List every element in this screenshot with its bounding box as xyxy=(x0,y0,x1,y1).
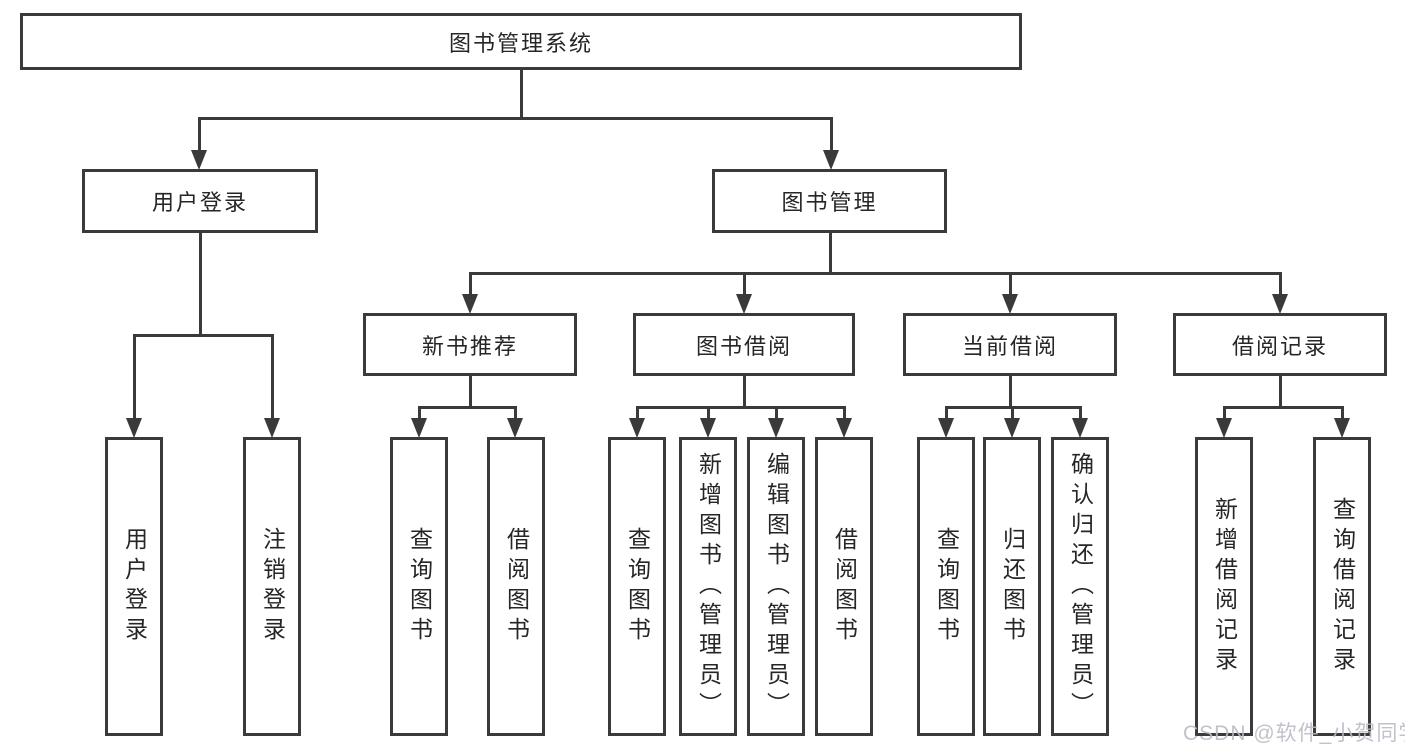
arrow-down-icon xyxy=(768,418,784,438)
arrow-down-icon xyxy=(264,418,280,438)
connector-line xyxy=(635,407,639,418)
arrow-down-icon xyxy=(938,418,954,438)
connector-line xyxy=(828,233,832,273)
node-label: 图书借阅 xyxy=(695,333,792,359)
leaf-add-books-admin: 新增图书（管理员） xyxy=(679,437,737,736)
leaf-label: 注销登录 xyxy=(259,526,286,647)
arrow-down-icon xyxy=(1272,294,1288,314)
connector-line xyxy=(944,405,1082,409)
connector-line xyxy=(944,407,948,418)
node-label: 借阅记录 xyxy=(1231,333,1328,359)
arrow-down-icon xyxy=(462,294,478,314)
leaf-query-borrow-record: 查询借阅记录 xyxy=(1313,437,1371,736)
node-library-management-system: 图书管理系统 xyxy=(20,13,1022,70)
node-new-book-recommendation: 新书推荐 xyxy=(363,313,577,376)
connector-line xyxy=(1008,376,1012,407)
leaf-label: 新增图书（管理员） xyxy=(695,451,722,722)
connector-line xyxy=(132,333,274,337)
leaf-query-books-recommend: 查询图书 xyxy=(390,437,448,736)
connector-line xyxy=(417,407,421,418)
connector-line xyxy=(198,233,202,335)
connector-line xyxy=(197,116,833,120)
leaf-label: 查询图书 xyxy=(406,526,433,647)
connector-line xyxy=(519,70,523,118)
connector-line xyxy=(829,118,833,150)
connector-line xyxy=(1008,273,1012,294)
arrow-down-icon xyxy=(700,418,716,438)
leaf-user-login: 用户登录 xyxy=(105,437,163,736)
leaf-label: 编辑图书（管理员） xyxy=(763,451,790,722)
arrow-down-icon xyxy=(1216,418,1232,438)
arrow-down-icon xyxy=(126,418,142,438)
leaf-edit-books-admin: 编辑图书（管理员） xyxy=(747,437,805,736)
leaf-logout: 注销登录 xyxy=(243,437,301,736)
connector-line xyxy=(635,405,846,409)
leaf-label: 用户登录 xyxy=(121,526,148,647)
node-label: 图书管理系统 xyxy=(448,30,593,56)
watermark-text: CSDN @软件_小贺同学 xyxy=(1183,722,1405,745)
arrow-down-icon xyxy=(411,418,427,438)
connector-line xyxy=(742,273,746,294)
leaf-label: 归还图书 xyxy=(999,526,1026,647)
leaf-query-books-current: 查询图书 xyxy=(917,437,975,736)
connector-line xyxy=(468,271,1282,275)
arrow-down-icon xyxy=(1334,418,1350,438)
connector-line xyxy=(417,405,517,409)
arrow-down-icon xyxy=(1072,418,1088,438)
connector-line xyxy=(270,335,274,418)
connector-line xyxy=(197,118,201,150)
leaf-label: 新增借阅记录 xyxy=(1211,496,1238,677)
connector-line xyxy=(468,273,472,294)
connector-line xyxy=(742,376,746,407)
leaf-borrow-books-borrowing: 借阅图书 xyxy=(815,437,873,736)
connector-line xyxy=(842,407,846,418)
arrow-down-icon xyxy=(1004,418,1020,438)
connector-line xyxy=(1340,407,1344,418)
leaf-borrow-books-recommend: 借阅图书 xyxy=(487,437,545,736)
connector-line xyxy=(1278,376,1282,407)
node-user-login: 用户登录 xyxy=(82,169,318,233)
node-label: 当前借阅 xyxy=(961,333,1058,359)
leaf-label: 借阅图书 xyxy=(503,526,530,647)
connector-line xyxy=(1078,407,1082,418)
leaf-label: 查询借阅记录 xyxy=(1329,496,1356,677)
connector-line xyxy=(468,376,472,407)
connector-line xyxy=(1222,407,1226,418)
arrow-down-icon xyxy=(191,150,207,170)
node-borrowing-records: 借阅记录 xyxy=(1173,313,1387,376)
leaf-return-books: 归还图书 xyxy=(983,437,1041,736)
leaf-label: 借阅图书 xyxy=(831,526,858,647)
node-book-management: 图书管理 xyxy=(712,169,947,233)
node-current-borrowing: 当前借阅 xyxy=(903,313,1117,376)
node-book-borrowing: 图书借阅 xyxy=(633,313,855,376)
arrow-down-icon xyxy=(836,418,852,438)
leaf-add-borrow-record: 新增借阅记录 xyxy=(1195,437,1253,736)
node-label: 用户登录 xyxy=(151,190,248,215)
arrow-down-icon xyxy=(507,418,523,438)
leaf-label: 确认归还（管理员） xyxy=(1067,451,1094,722)
arrow-down-icon xyxy=(1002,294,1018,314)
node-label: 新书推荐 xyxy=(421,333,518,359)
arrow-down-icon xyxy=(823,150,839,170)
connector-line xyxy=(132,335,136,418)
arrow-down-icon xyxy=(736,294,752,314)
leaf-label: 查询图书 xyxy=(933,526,960,647)
arrow-down-icon xyxy=(629,418,645,438)
connector-line xyxy=(1278,273,1282,294)
node-label: 图书管理 xyxy=(781,190,878,215)
connector-line xyxy=(774,407,778,418)
leaf-confirm-return-admin: 确认归还（管理员） xyxy=(1051,437,1109,736)
leaf-query-books-borrowing: 查询图书 xyxy=(608,437,666,736)
leaf-label: 查询图书 xyxy=(624,526,651,647)
connector-line xyxy=(706,407,710,418)
connector-line xyxy=(513,407,517,418)
connector-line xyxy=(1010,407,1014,418)
connector-line xyxy=(1222,405,1344,409)
